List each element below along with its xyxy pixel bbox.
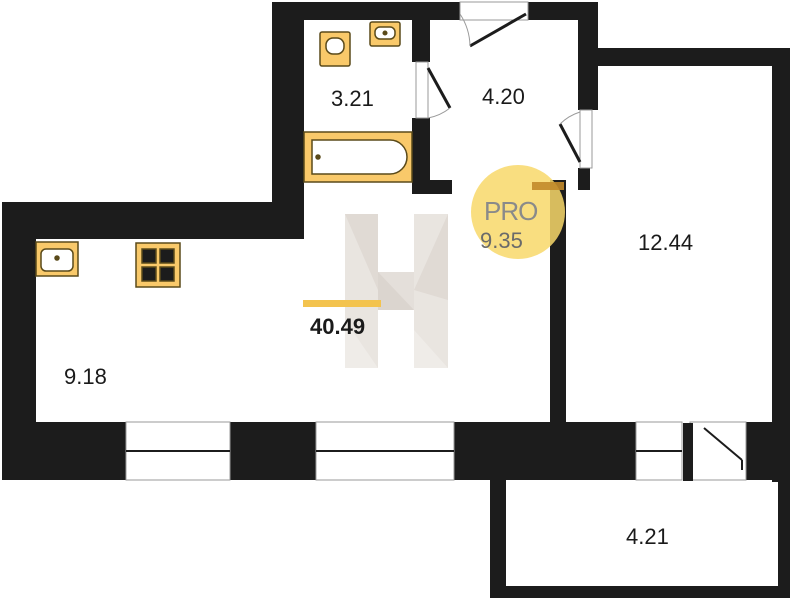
kitchen-sink-icon (35, 241, 79, 277)
wall-bottom-2 (230, 422, 316, 480)
doors (415, 1, 593, 169)
center-area-label: 9.35 (480, 228, 523, 253)
wall-balcony-left (490, 480, 506, 598)
wall-bath-left (272, 2, 304, 227)
wall-bedroom-right (772, 48, 790, 482)
wall-bottom-4 (746, 422, 790, 480)
wall-bath-top (272, 2, 460, 20)
door-bedroom (558, 123, 582, 163)
total-area-label: 40.49 (310, 314, 366, 339)
bedroom-area-label: 12.44 (638, 230, 694, 255)
wall-bath-partition (412, 2, 430, 62)
toilet-icon (319, 31, 351, 67)
bathtub-icon (303, 131, 413, 183)
wall-bath-bottom (412, 180, 452, 194)
logo-watermark-icon (345, 214, 448, 368)
hall-area-label: 4.20 (482, 84, 525, 109)
door-entrance (469, 12, 527, 48)
bathroom-area-label: 3.21 (331, 86, 374, 111)
pro-badge (471, 165, 565, 259)
wall-kitchen-top (2, 202, 304, 239)
wall-hall-right (578, 2, 598, 110)
balcony-door-swing (683, 423, 743, 481)
wall-bedroom-top (590, 48, 790, 66)
bathroom-sink-icon (369, 21, 401, 47)
pro-badge-text: PRO (484, 196, 538, 226)
door-bathroom (426, 67, 452, 109)
wall-bottom-1 (2, 422, 126, 480)
balcony-area-label: 4.21 (626, 524, 669, 549)
kitchen-area-label: 9.18 (64, 364, 107, 389)
wall-balcony-right (778, 480, 790, 598)
windows (125, 421, 747, 481)
wall-hall-bedroom-partition (550, 180, 566, 430)
wall-bottom-3 (454, 422, 636, 480)
total-area-bar (303, 300, 381, 307)
stove-icon (135, 242, 181, 288)
wall-hall-right-low (578, 168, 590, 190)
wall-balcony-bottom (490, 586, 790, 598)
wall-bath-partition-lower (412, 118, 430, 190)
balcony-door (689, 421, 747, 481)
